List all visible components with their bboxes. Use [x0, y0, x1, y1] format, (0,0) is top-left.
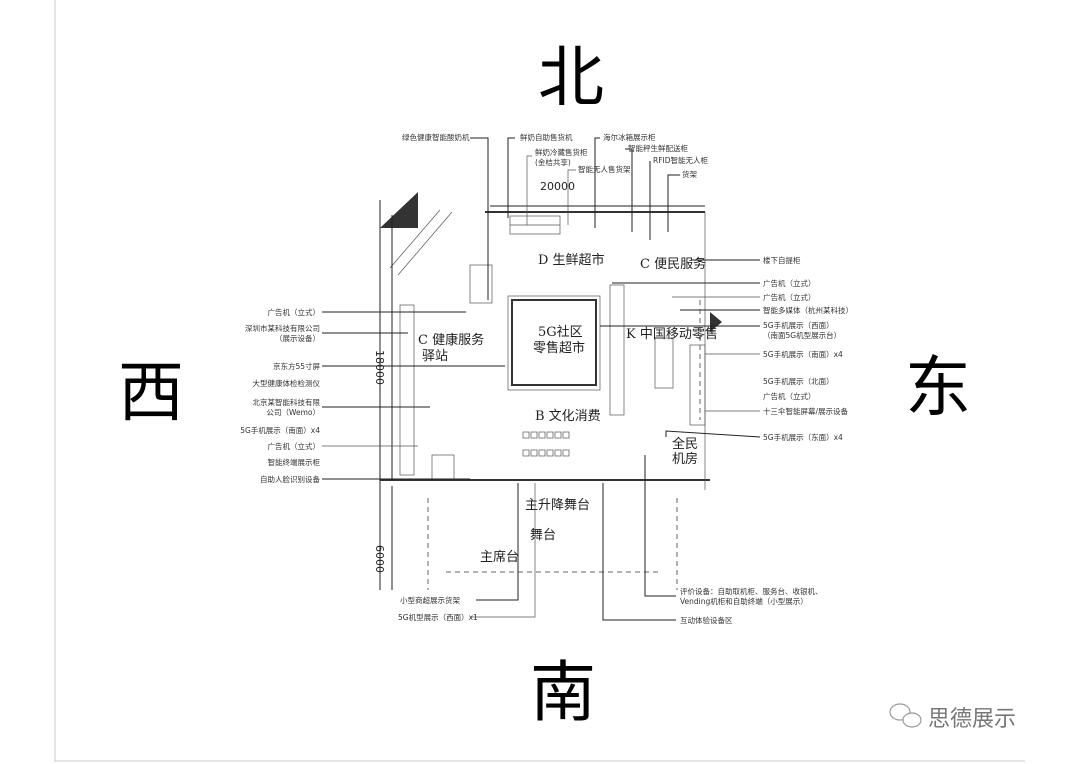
- label-milk-vending: 鲜奶自助售货机: [520, 132, 573, 142]
- zone-convenience: C 便民服务: [640, 256, 706, 272]
- zone-machine-1: 全民: [672, 436, 698, 452]
- leader-lines: [322, 137, 761, 621]
- compass-east: 东: [905, 349, 971, 426]
- label-left-8: 广告机（立式）: [268, 441, 321, 451]
- label-left-5: 北京某智能科技有限: [253, 397, 321, 407]
- label-left-7: 5G手机展示（南面）x4: [240, 425, 320, 435]
- label-left-10: 自助人脸识别设备: [260, 474, 320, 484]
- compass-south: 南: [530, 654, 596, 731]
- zone-community-2: 零售超市: [533, 340, 585, 356]
- label-rfid-cabinet: RFID智能无人柜: [653, 155, 709, 165]
- zone-health-1: C 健康服务: [418, 332, 484, 348]
- zone-stage: 舞台: [530, 528, 556, 543]
- label-left-6: 公司（Wemo）: [267, 408, 321, 417]
- label-left-2: （展示设备）: [275, 333, 320, 343]
- label-bottom-phone: 5G机型展示（西面）x1: [398, 612, 478, 622]
- label-left-3: 京东方55寸屏: [273, 361, 321, 371]
- label-bottom-devices-1: 评价设备：自助取机柜、服务台、收银机、: [680, 586, 823, 596]
- label-right-1: 广告机（立式）: [763, 278, 816, 288]
- label-right-4: 5G手机展示（西面）: [763, 320, 834, 330]
- label-shelf: 货架: [682, 169, 697, 179]
- label-right-2: 广告机（立式）: [763, 292, 816, 302]
- zone-rostrum: 主席台: [480, 549, 519, 565]
- label-right-10: 5G手机展示（东面）x4: [763, 432, 843, 442]
- interior-rooms: [399, 215, 706, 590]
- compass-west: 西: [118, 354, 184, 431]
- entrance-arrow-icon: [710, 312, 722, 332]
- label-unmanned-shelf: 智能无人售货架: [578, 164, 631, 174]
- wechat-icon: [889, 703, 922, 728]
- label-right-8: 广告机（立式）: [763, 391, 816, 401]
- zone-culture: B 文化消费: [535, 409, 601, 424]
- label-milk-cabinet-1: 鲜奶冷藏售货柜: [535, 147, 588, 157]
- label-fresh-locker: 智能秤生鲜配送柜: [628, 143, 688, 153]
- zone-community-1: 5G社区: [538, 324, 583, 340]
- label-left-9: 智能终端展示柜: [268, 457, 321, 467]
- zone-machine-2: 机房: [672, 451, 698, 467]
- corner-triangle-icon: [380, 192, 418, 228]
- label-fridge: 海尔冰箱展示柜: [603, 132, 656, 142]
- dimension-height: 18000: [373, 350, 386, 385]
- dimension-width: 20000: [540, 180, 575, 193]
- dimension-lines: [391, 205, 705, 590]
- watermark: 思德展示: [928, 707, 1016, 732]
- zone-mobile: K 中国移动零售: [626, 326, 718, 342]
- zone-fresh: D 生鲜超市: [538, 252, 605, 268]
- label-right-5: （南面5G机型展示台）: [763, 330, 841, 340]
- label-bottom-shelf: 小型商超展示货架: [400, 595, 460, 605]
- dimension-stage-depth: 6000: [373, 545, 386, 573]
- label-bottom-interactive: 互动体验设备区: [680, 615, 733, 625]
- label-right-7: 5G手机展示（北面）: [763, 376, 834, 386]
- label-right-0: 楼下自提柜: [763, 255, 801, 265]
- label-bottom-devices-2: Vending机柜和自助终端（小型展示）: [680, 596, 808, 606]
- label-right-3: 智能多媒体（杭州某科技）: [763, 305, 853, 315]
- label-yogurt-machine: 绿色健康智能酸奶机: [402, 132, 470, 142]
- label-left-0: 广告机（立式）: [268, 307, 321, 317]
- compass-north: 北: [538, 39, 604, 116]
- label-milk-cabinet-2: (金桔共享): [535, 157, 571, 167]
- label-left-1: 深圳市某科技有限公司: [245, 323, 320, 333]
- label-left-4: 大型健康体检检测仪: [253, 378, 321, 388]
- label-right-6: 5G手机展示（南面）x4: [763, 349, 843, 359]
- seating-grid: [522, 431, 570, 457]
- label-right-9: 十三伞智能屏幕/展示设备: [763, 406, 849, 416]
- zone-health-2: 驿站: [422, 349, 448, 364]
- zone-stage-lift: 主升降舞台: [525, 498, 590, 513]
